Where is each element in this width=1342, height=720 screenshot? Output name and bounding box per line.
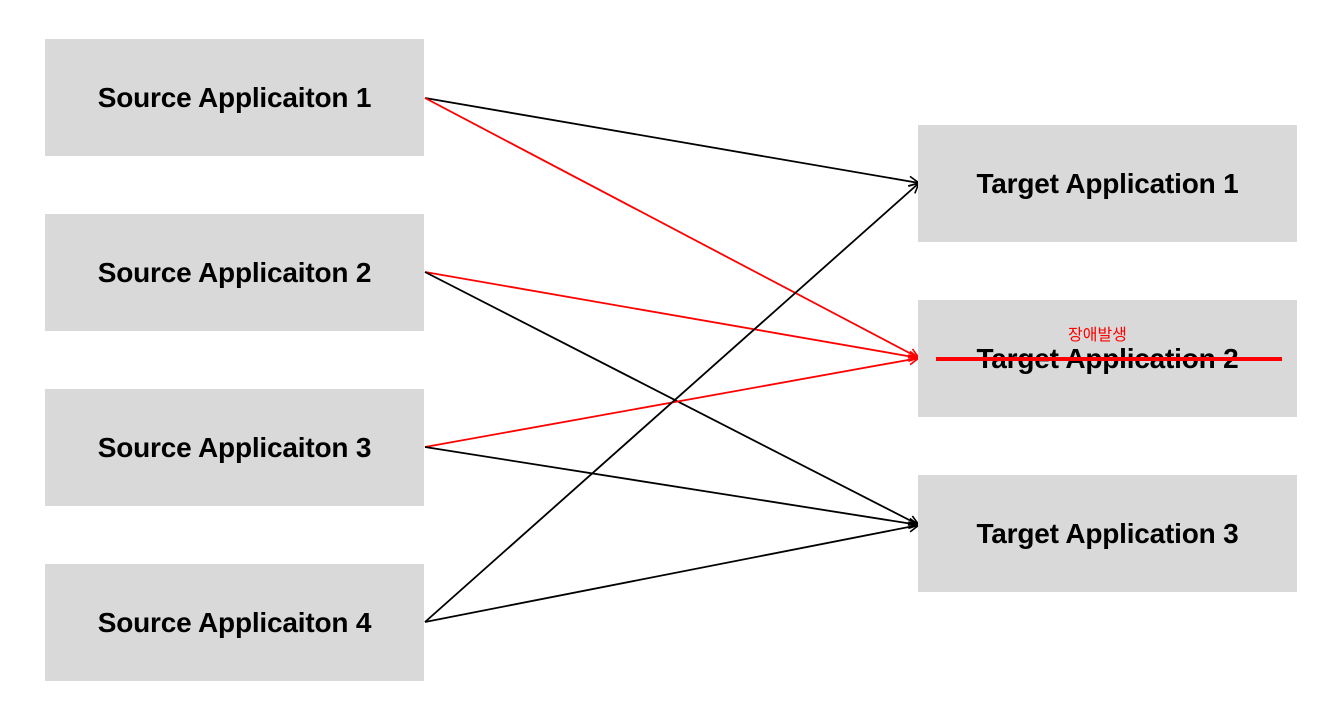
target-application-1-box: Target Application 1: [918, 125, 1297, 242]
arrow-source-1-to-target-1: [424, 97, 919, 183]
source-application-1-box: Source Applicaiton 1: [45, 39, 424, 156]
arrow-source-4-to-target-1: [424, 183, 919, 623]
target-application-3-label: Target Application 3: [976, 517, 1239, 549]
failure-note: 장애발생: [1068, 325, 1127, 344]
target-application-3-box: Target Application 3: [918, 475, 1297, 592]
source-application-2-box: Source Applicaiton 2: [45, 214, 424, 331]
connection-arrows: [424, 97, 919, 623]
arrow-source-2-to-target-2: [424, 271, 919, 358]
source-application-3-label: Source Applicaiton 3: [97, 431, 372, 463]
source-application-4-box: Source Applicaiton 4: [45, 564, 424, 681]
source-application-2-label: Source Applicaiton 2: [97, 256, 372, 288]
source-application-1-label: Source Applicaiton 1: [97, 81, 372, 113]
target-application-1-label: Target Application 1: [976, 167, 1239, 199]
source-application-3-box: Source Applicaiton 3: [45, 389, 424, 506]
source-application-4-label: Source Applicaiton 4: [97, 606, 372, 638]
arrow-source-3-to-target-3: [424, 446, 919, 525]
arrow-source-2-to-target-3: [424, 271, 919, 525]
failure-strikethrough: [936, 357, 1282, 361]
arrow-source-4-to-target-3: [424, 525, 919, 623]
arrow-source-1-to-target-2: [424, 97, 919, 358]
